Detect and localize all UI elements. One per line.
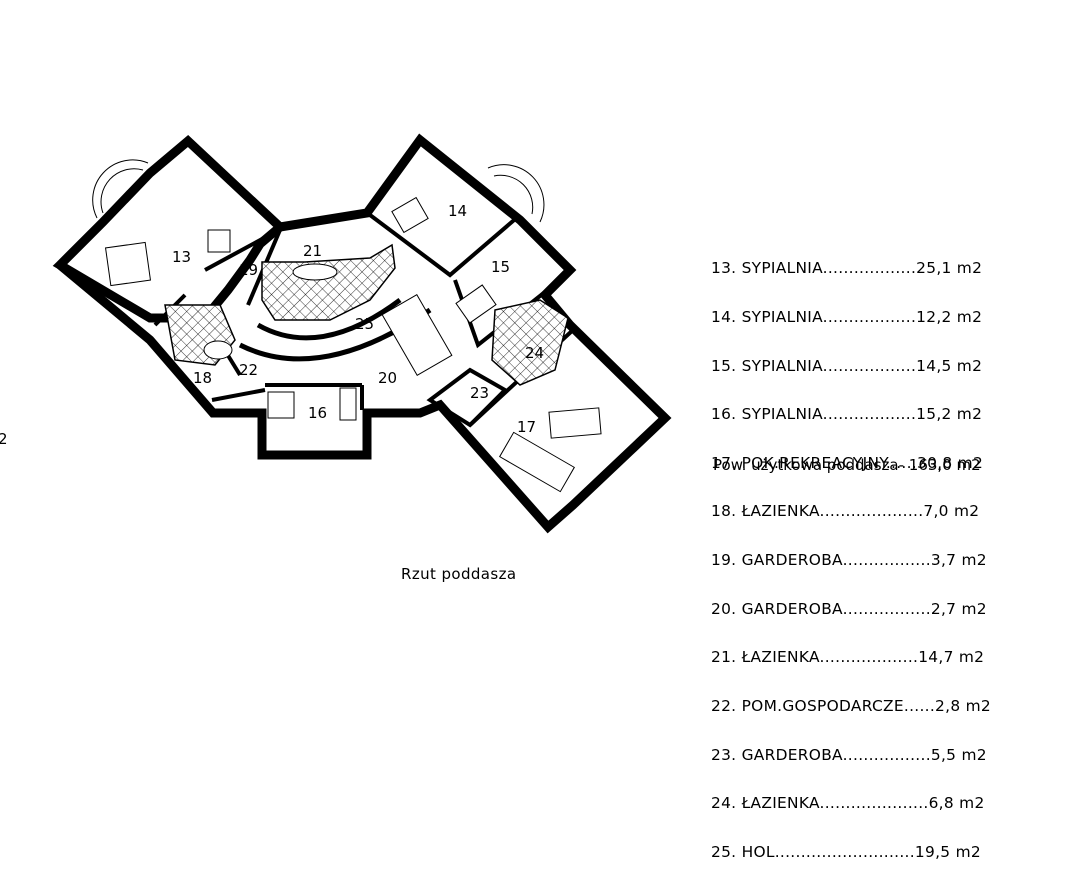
room-label-22: 22 — [239, 361, 258, 379]
legend-row: 23. GARDEROBA.................5,5 m2 — [711, 745, 987, 764]
armchair-icon — [455, 284, 497, 324]
wall-23 — [426, 367, 509, 428]
room-label-19: 19 — [239, 261, 258, 279]
hall-curve-outer — [256, 297, 402, 341]
legend-row: 20. GARDEROBA.................2,7 m2 — [711, 599, 987, 618]
east-bay-window — [487, 164, 545, 223]
bathroom-21-floor — [261, 243, 396, 321]
room-label-21: 21 — [303, 242, 322, 260]
room-label-18: 18 — [193, 369, 212, 387]
pool-table-icon — [548, 407, 602, 439]
staircase-icon — [381, 294, 453, 376]
armchair-icon — [267, 391, 295, 419]
fixtures — [104, 196, 602, 493]
legend-row: 21. ŁAZIENKA...................14,7 m2 — [711, 648, 985, 667]
room-labels: 13 14 15 16 17 18 19 20 21 22 23 24 25 — [172, 202, 544, 436]
washbasin-icon — [203, 340, 233, 360]
room-legend: 13. SYPIALNIA..................25,1 m2 1… — [711, 228, 991, 876]
room-label-16: 16 — [308, 404, 327, 422]
room-label-23: 23 — [470, 384, 489, 402]
legend-row: 15. SYPIALNIA..................14,5 m2 — [711, 356, 983, 375]
armchair-icon — [207, 229, 231, 253]
stray-mark: 2 — [0, 430, 8, 448]
legend-row: 25. HOL...........................19,5 m… — [711, 842, 981, 861]
sofa-icon — [499, 431, 575, 493]
room-label-13: 13 — [172, 248, 191, 266]
outer-walls — [52, 133, 672, 534]
legend-row: 13. SYPIALNIA..................25,1 m2 — [711, 259, 983, 278]
desk-icon — [339, 387, 357, 421]
usable-area-summary: Pow. użytkowa poddasza- 163,0 m2 — [713, 456, 981, 474]
wall-22-bottom — [211, 388, 266, 402]
legend-row: 16. SYPIALNIA..................15,2 m2 — [711, 405, 983, 424]
room-label-24: 24 — [525, 344, 544, 362]
bed-icon — [104, 241, 152, 287]
bay-windows — [92, 159, 545, 223]
legend-row: 24. ŁAZIENKA.....................6,8 m2 — [711, 794, 985, 813]
room-label-20: 20 — [378, 369, 397, 387]
wall-13-19 — [204, 230, 276, 272]
room-label-14: 14 — [448, 202, 467, 220]
legend-row: 19. GARDEROBA.................3,7 m2 — [711, 551, 987, 570]
west-bay-window-inner — [100, 168, 144, 214]
bathroom-24-floor — [491, 299, 569, 386]
bathtub-icon — [292, 263, 338, 281]
floor-plan-drawing: 13 14 15 16 17 18 19 20 21 22 23 24 25 — [52, 133, 672, 534]
legend-row: 22. POM.GOSPODARCZE......2,8 m2 — [711, 696, 991, 715]
legend-row: 18. ŁAZIENKA....................7,0 m2 — [711, 502, 980, 521]
room-label-25: 25 — [355, 315, 374, 333]
room-label-17: 17 — [517, 418, 536, 436]
armchair-icon — [391, 196, 429, 234]
plan-caption: Rzut poddasza — [401, 565, 517, 583]
east-bay-window-inner — [493, 174, 534, 215]
legend-row: 17. POK.REKREACYJNY......30,8 m2 — [711, 453, 984, 472]
legend-row: 14. SYPIALNIA..................12,2 m2 — [711, 308, 983, 327]
west-bay-window — [92, 159, 149, 219]
wall-14-15 — [368, 213, 522, 278]
west-wing-outline — [57, 133, 672, 534]
room-label-15: 15 — [491, 258, 510, 276]
